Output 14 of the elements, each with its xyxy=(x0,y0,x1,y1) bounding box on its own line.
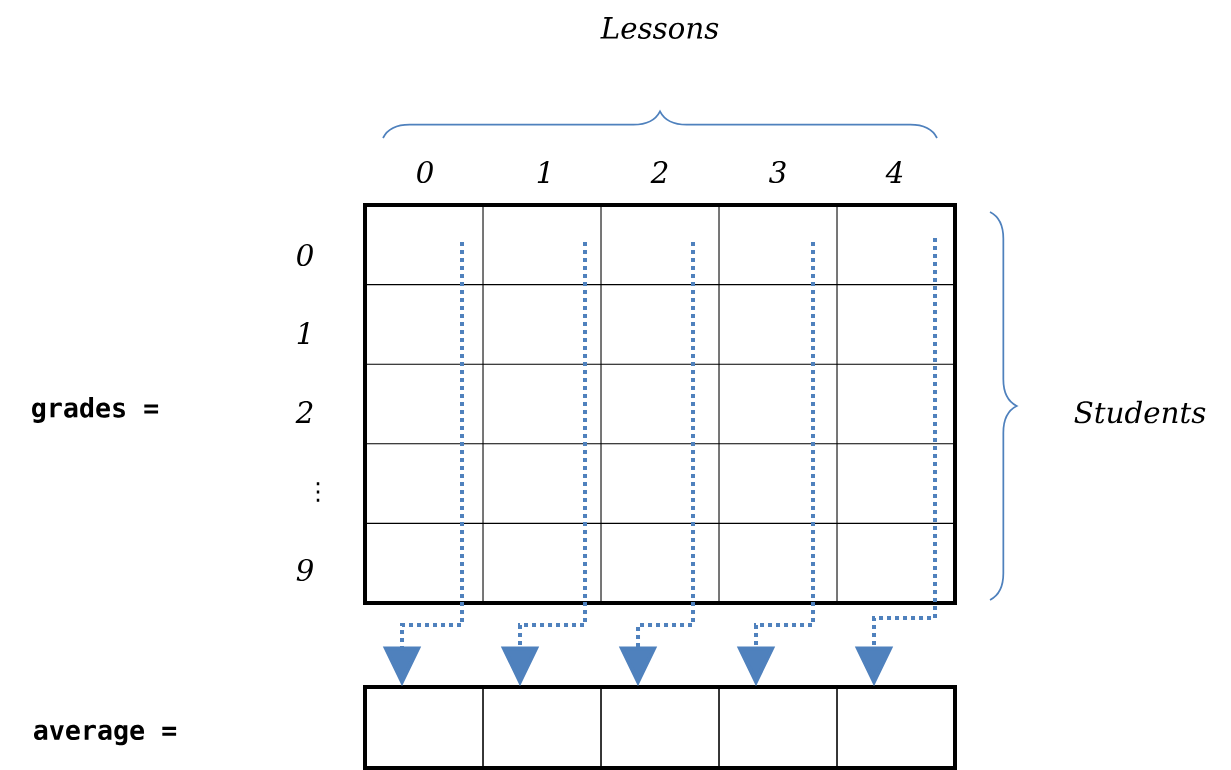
column-index: 4 xyxy=(885,161,903,183)
column-index: 2 xyxy=(650,161,668,183)
axis-title: Lessons xyxy=(600,17,719,39)
row-index: 9 xyxy=(296,558,313,582)
axis-title: Students xyxy=(1074,400,1206,424)
variable-name: average = xyxy=(34,724,177,746)
column-index: 0 xyxy=(417,160,433,184)
column-index: 1 xyxy=(537,161,549,183)
variable-name: grades = xyxy=(32,397,159,423)
row-index: 1 xyxy=(297,322,309,344)
row-index: 2 xyxy=(295,401,313,423)
ellipsis: ⋮ xyxy=(316,482,320,502)
column-index: 3 xyxy=(769,160,786,184)
row-index: 0 xyxy=(297,243,313,267)
